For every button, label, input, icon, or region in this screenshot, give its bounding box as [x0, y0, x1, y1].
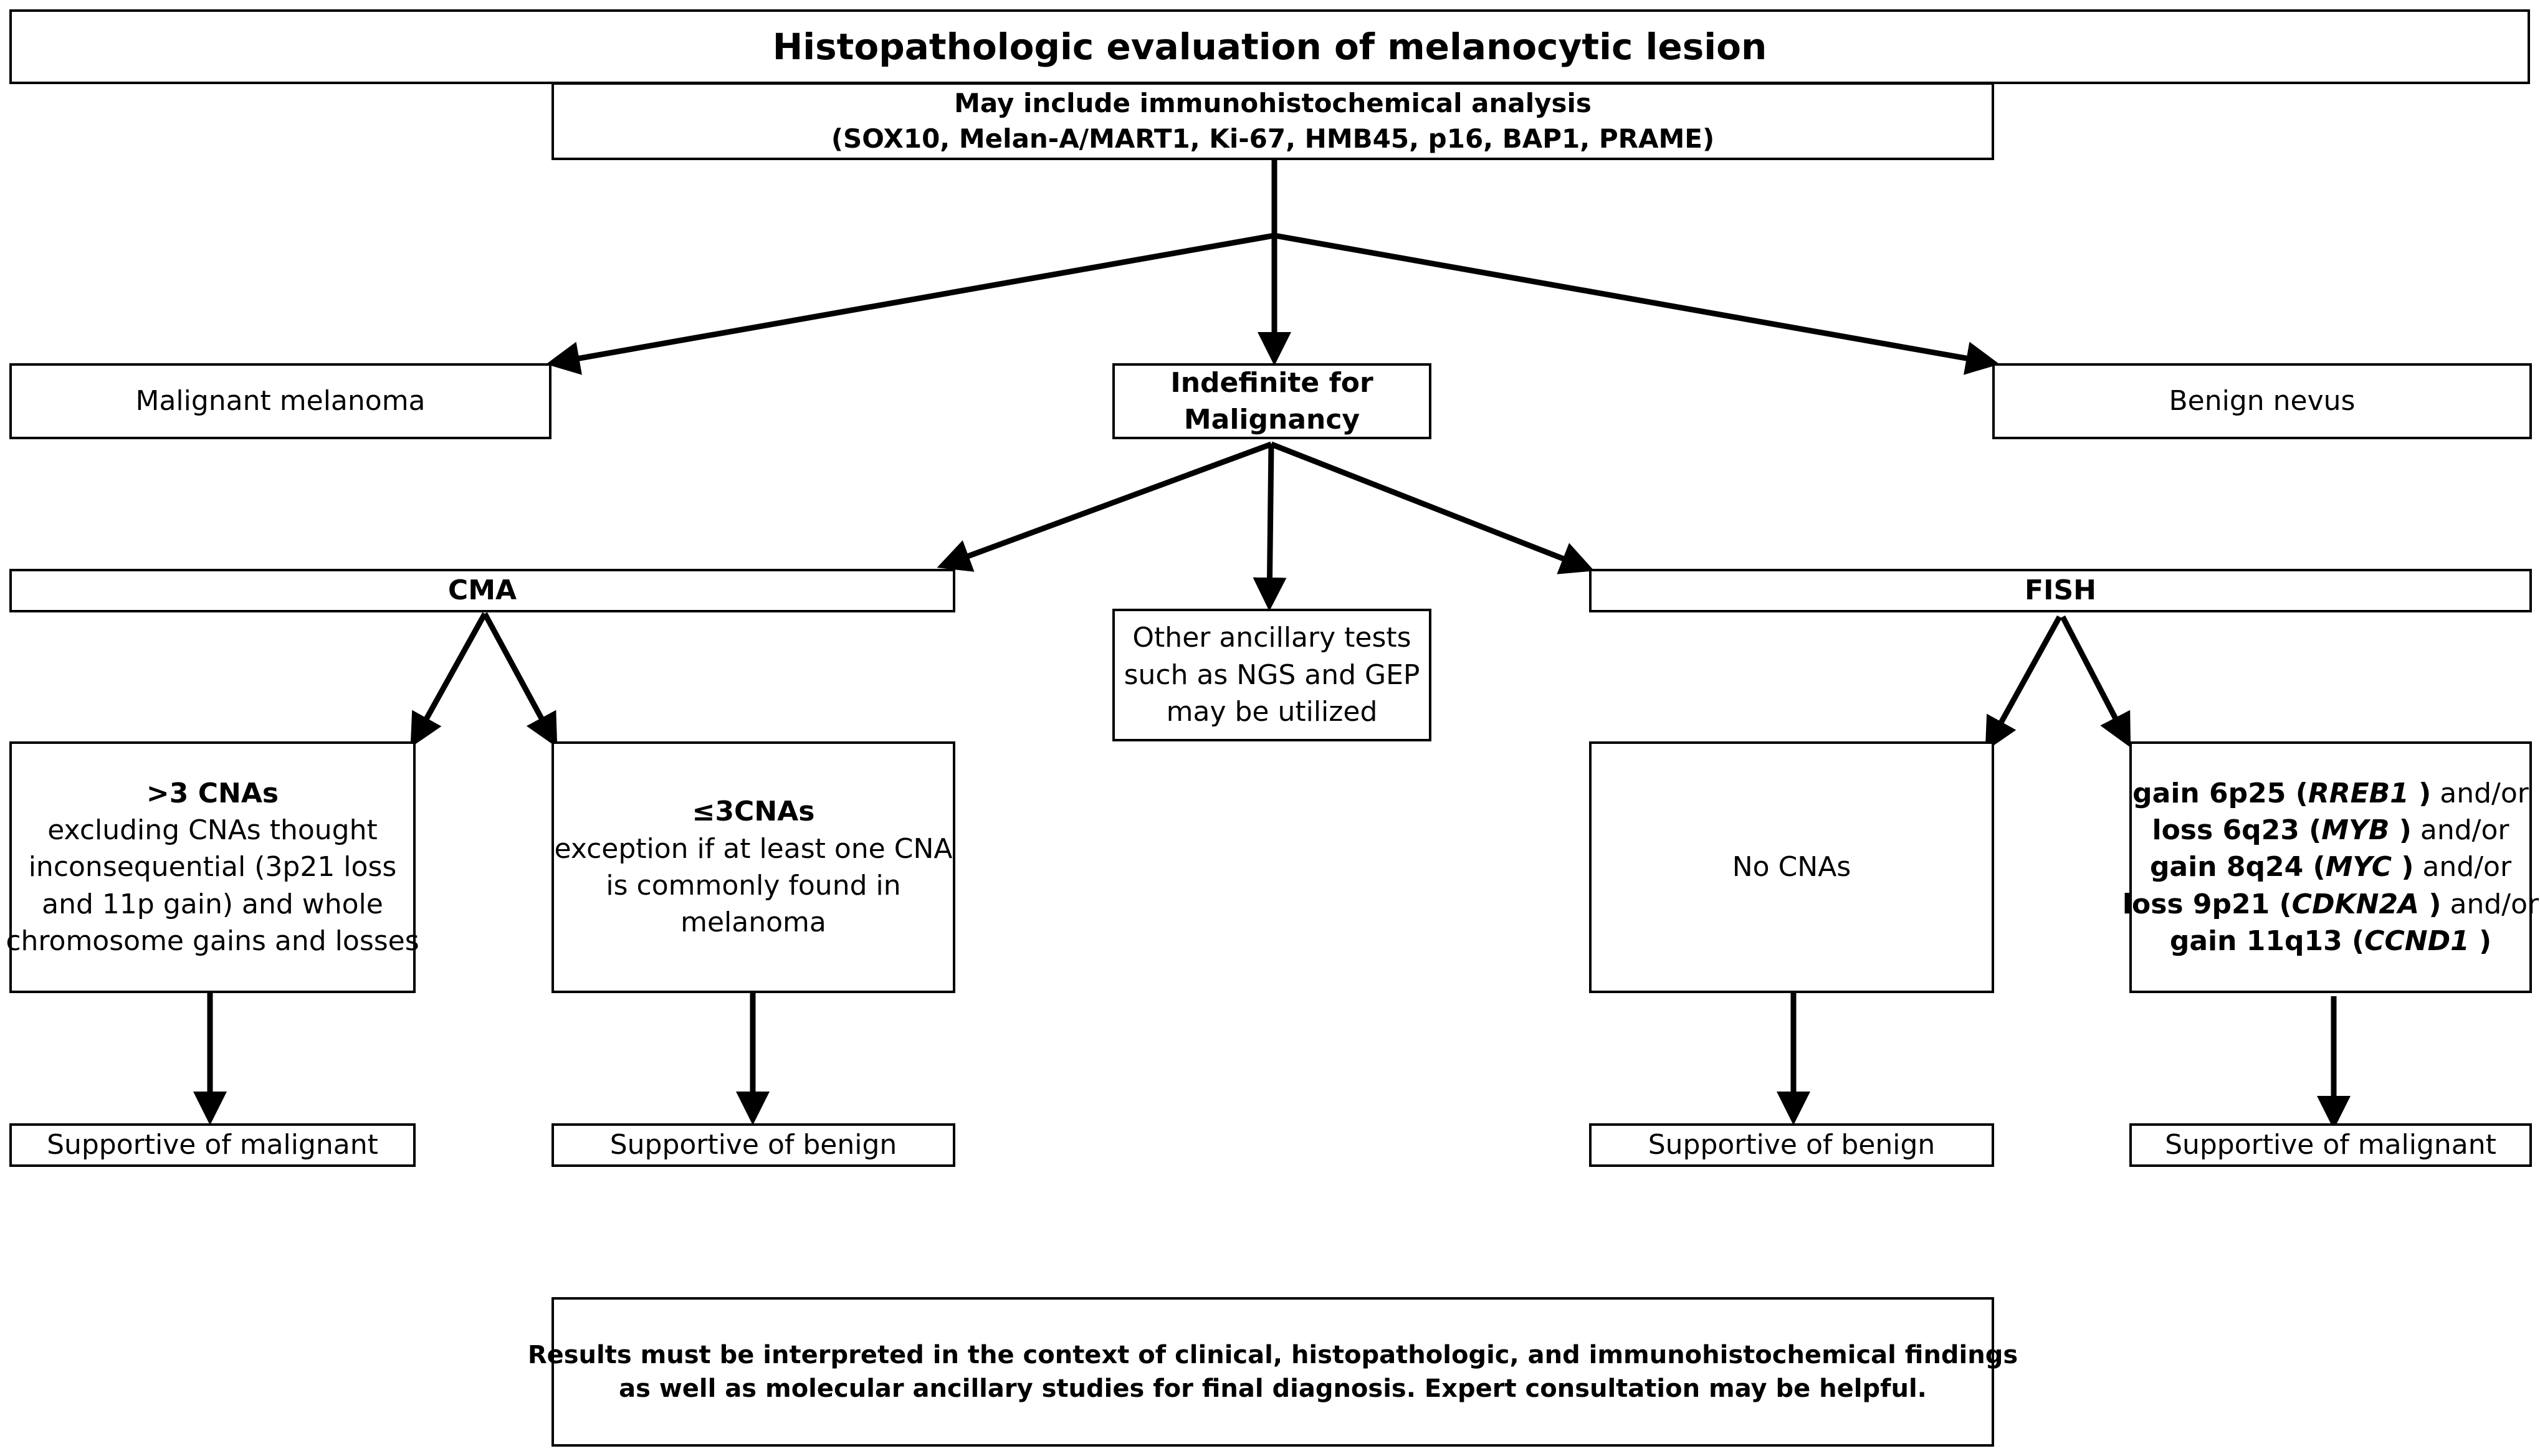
gt3-cnas-line-4: chromosome gains and losses: [6, 925, 419, 958]
arrow-to-fish: [1270, 441, 1595, 574]
ihc-box: May include immunohistochemical analysis…: [551, 82, 1994, 160]
ihc-line-2: (SOX10, Melan-A/MART1, Ki-67, HMB45, p16…: [831, 123, 1715, 154]
cma-label: CMA: [447, 574, 517, 607]
fish-finding-myb: loss 6q23 (MYB ) and/or: [2152, 814, 2509, 846]
fish-box: FISH: [1589, 569, 2532, 612]
interpretation-note-line-2: as well as molecular ancillary studies f…: [619, 1374, 1927, 1403]
indefinite-box: Indefinite for Malignancy: [1112, 363, 1431, 439]
result-findings-box: Supportive of malignant: [2129, 1123, 2532, 1167]
gt3-cnas-line-1: excluding CNAs thought: [47, 814, 378, 846]
other-tests-box: Other ancillary tests such as NGS and GE…: [1112, 609, 1431, 741]
result-gt3-box: Supportive of malignant: [9, 1123, 416, 1167]
le3-cnas-line-1: exception if at least one CNA: [554, 832, 953, 865]
indefinite-line-1: Indefinite for: [1170, 366, 1373, 399]
le3-cnas-line-3: melanoma: [680, 906, 826, 939]
gt3-cnas-line-2: inconsequential (3p21 loss: [28, 851, 397, 883]
arrow-to-gt3-cnas: [410, 612, 487, 748]
benign-nevus-box: Benign nevus: [1992, 363, 2532, 439]
fish-finding-cdkn2a: loss 9p21 (CDKN2A ) and/or: [2122, 888, 2539, 920]
result-le3-box: Supportive of benign: [551, 1123, 955, 1167]
result-le3-label: Supportive of benign: [609, 1129, 897, 1161]
gt3-cnas-box: >3 CNAs excluding CNAs thought inconsequ…: [6, 741, 419, 993]
arrow-to-no-cnas: [1985, 615, 2062, 751]
result-none-box: Supportive of benign: [1589, 1123, 1994, 1167]
fish-finding-myc: gain 8q24 (MYC ) and/or: [2149, 851, 2512, 883]
malignant-melanoma-box: Malignant melanoma: [9, 363, 551, 439]
le3-cnas-heading: ≤3CNAs: [692, 796, 815, 828]
interpretation-note-line-1: Results must be interpreted in the conte…: [527, 1341, 2018, 1369]
arrow-to-other-tests: [1253, 444, 1287, 611]
gt3-cnas-heading: >3 CNAs: [146, 777, 279, 809]
indefinite-line-2: Malignancy: [1183, 404, 1360, 435]
other-tests-line-3: may be utilized: [1166, 696, 1378, 728]
arrow-to-le3-cnas: [482, 612, 558, 748]
no-cnas-box: No CNAs: [1589, 741, 1994, 993]
malignant-melanoma-label: Malignant melanoma: [135, 385, 426, 417]
arrow-to-malignant-melanoma: [546, 232, 1275, 375]
arrow-to-fish-findings: [2060, 615, 2131, 748]
no-cnas-label: No CNAs: [1732, 851, 1851, 883]
le3-cnas-line-2: is commonly found in: [606, 870, 901, 902]
arrow-to-benign-nevus: [1274, 232, 2000, 375]
other-tests-line-1: Other ancillary tests: [1132, 622, 1411, 654]
fish-label: FISH: [2025, 574, 2096, 607]
le3-cnas-box: ≤3CNAs exception if at least one CNA is …: [551, 741, 955, 993]
benign-nevus-label: Benign nevus: [2169, 385, 2356, 417]
other-tests-line-2: such as NGS and GEP: [1124, 659, 1420, 691]
title-box: Histopathologic evaluation of melanocyti…: [9, 9, 2530, 84]
result-findings-label: Supportive of malignant: [2165, 1129, 2496, 1161]
interpretation-note-box: Results must be interpreted in the conte…: [528, 1297, 2018, 1447]
gt3-cnas-line-3: and 11p gain) and whole: [42, 888, 383, 920]
cma-box: CMA: [9, 569, 955, 612]
arrow-to-cma: [937, 441, 1272, 572]
result-gt3-label: Supportive of malignant: [47, 1129, 378, 1161]
fish-findings-box: gain 6p25 (RREB1 ) and/or loss 6q23 (MYB…: [2122, 741, 2539, 993]
title: Histopathologic evaluation of melanocyti…: [772, 25, 1767, 68]
fish-finding-ccnd1: gain 11q13 (CCND1 ): [2169, 925, 2492, 958]
result-none-label: Supportive of benign: [1648, 1129, 1936, 1161]
ihc-line-1: May include immunohistochemical analysis: [954, 87, 1592, 118]
fish-finding-rreb1: gain 6p25 (RREB1 ) and/or: [2132, 777, 2529, 809]
